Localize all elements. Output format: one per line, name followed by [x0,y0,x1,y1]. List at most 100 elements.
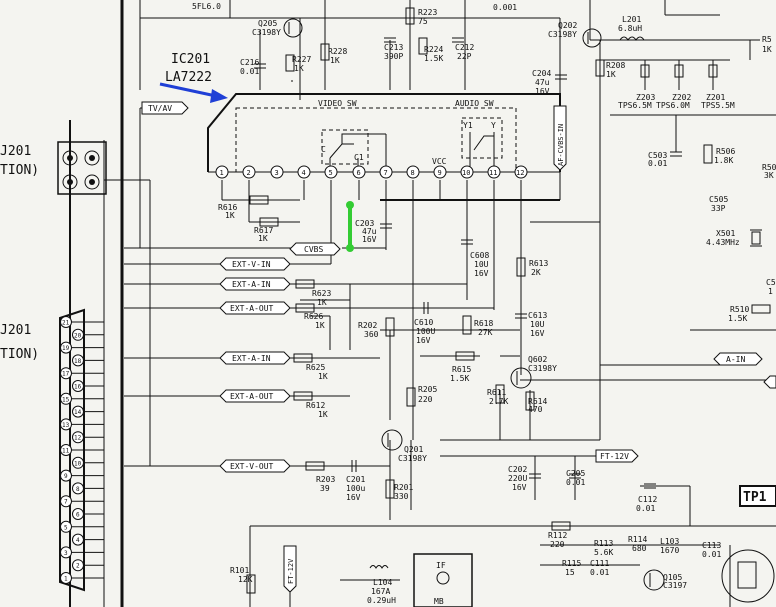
c204-value: 47u [535,78,550,87]
vcc-label: VCC [432,157,447,166]
r5-value: 1K [762,45,772,54]
ic201-pin-label: 4 [302,169,306,177]
scart-pin-label: 14 [74,409,82,416]
svg-text:AF-CVBS-IN: AF-CVBS-IN [557,124,565,166]
c203-value: 47u [362,227,377,236]
svg-text:TV/AV: TV/AV [148,104,172,113]
r617-value: 1K [258,234,268,243]
tag-afc-cvbs-in: AF-CVBS-IN [553,105,567,171]
tag-cvbs: CVBS [289,242,341,256]
tag-ft-12v-vertical: FT-12V [283,545,297,593]
ic201-pin-label: 1 [220,169,224,177]
r510-value: 1.5K [728,314,747,323]
z202-ref: Z202 [672,93,691,102]
ic201-pin-2 [242,165,256,179]
r612-ref: R612 [306,401,325,410]
r617-resistor [259,217,279,227]
scart-pin-label: 9 [64,473,68,480]
z202-value: TPS6.0M [656,101,690,110]
c204-voltage: 16V [535,87,550,96]
r224-value: 1.5K [424,54,443,63]
r205-resistor [406,387,416,407]
l104-value: 167A [371,587,390,596]
top-label-2: 0.001 [493,3,517,12]
blue-annotation-arrow [159,82,228,103]
r208-value: 1K [606,70,616,79]
r612-value: 1K [318,410,328,419]
c212-ref: C212 [455,43,474,52]
r618-resistor [462,315,472,335]
r202-value: 360 [364,330,379,339]
r205-value: 220 [418,395,433,404]
ic201-pin-11 [487,165,501,179]
j201-sub: TION) [0,163,39,178]
ic201-pin-label: 3 [275,169,279,177]
c201-value: 100u [346,484,365,493]
r228-resistor [320,43,330,61]
r625-resistor [293,353,313,363]
r506-ref: R506 [716,147,735,156]
c213-capacitor [384,37,396,43]
r616-ref: R616 [218,203,237,212]
r227-ref: R227 [292,55,311,64]
q602-type: C3198Y [528,364,557,373]
if-module [413,553,473,607]
r203-ref: R203 [316,475,335,484]
tag-ext-a-out: EXT-A-OUT [219,301,291,315]
r201-ref: R201 [394,483,413,492]
r101-ref: R101 [230,566,249,575]
r227-resistor [285,54,295,72]
scart-pin-label: 8 [76,486,80,493]
r113-value: 5.6K [594,548,613,557]
scart-pin-label: 5 [64,524,68,531]
scart-pin-label: 2 [76,563,80,570]
r205-ref: R205 [418,385,437,394]
c503-ref: C503 [648,151,667,160]
z203-ref: Z203 [636,93,655,102]
c216-value: 0.01 [240,67,259,76]
c613-ref: C613 [528,311,547,320]
q205-ref: Q205 [258,19,277,28]
c203-capacitor [380,223,392,229]
r114-ref: R114 [628,535,647,544]
c608-value: 10U [474,260,489,269]
c202-value: 220U [508,474,527,483]
mb-label: MB [434,597,444,606]
c205-ref: C205 [566,469,585,478]
r101-value: 12K [238,575,253,584]
ic201-pin-3 [270,165,284,179]
c610-ref: C610 [414,318,433,327]
svg-text:EXT-A-IN: EXT-A-IN [232,354,271,363]
ic201-pin-label: 5 [329,169,333,177]
tag-tv-av: TV/AV [141,101,189,115]
q602-transistor [510,367,532,389]
ic201-pin-5 [324,165,338,179]
scart-pin-label: 4 [76,537,80,544]
r208-resistor [595,59,605,77]
svg-text:EXT-A-IN: EXT-A-IN [232,280,271,289]
ceramic-filters [640,60,718,90]
c613-value: 10U [530,320,545,329]
q202-transistor [582,28,602,48]
c204-capacitor [555,74,567,80]
tag-ext-v-in: EXT-V-IN [219,257,291,271]
c205-value: 0.01 [566,478,585,487]
c202-capacitor [529,473,541,479]
r228-value: 1K [330,56,340,65]
c610-voltage: 16V [416,336,431,345]
c201-ref: C201 [346,475,365,484]
r506-value: 1.8K [714,156,733,165]
c111-ref: C111 [590,559,609,568]
r616-value: 1K [225,211,235,220]
r224-resistor [418,37,428,55]
r50x-ref: R50 [762,163,776,172]
r228-ref: R228 [328,47,347,56]
r112-ref: R112 [548,531,567,540]
c5-value: 1 [768,287,773,296]
ic201-pin-10 [460,165,474,179]
c203-ref: C203 [355,219,374,228]
r611-resistor [495,384,505,404]
ic201-pin-label: 7 [384,169,388,177]
r223-resistor [405,7,415,25]
